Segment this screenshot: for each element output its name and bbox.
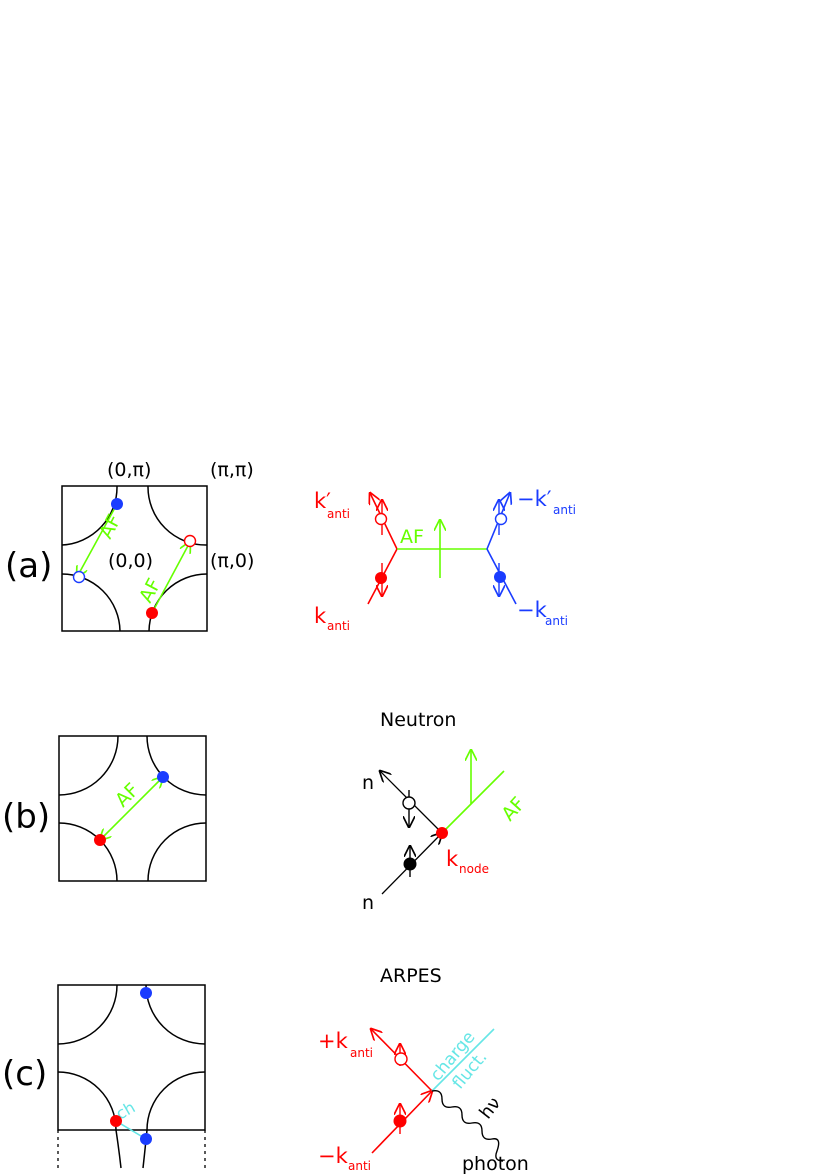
red-open-dot-diagram-a (374, 512, 388, 526)
k-anti-label: k (314, 604, 327, 628)
arpes-title: ARPES (380, 965, 442, 987)
brillouin-zone-b (58, 735, 207, 882)
panel-b: (b) AF Neutron n n k node (2, 709, 530, 914)
af-label-lower: AF (135, 575, 166, 606)
red-dot-c (110, 1115, 122, 1127)
af-label-b: AF (111, 779, 143, 811)
charge-propagator-c (431, 1028, 495, 1092)
blue-dot-b (157, 771, 169, 783)
k-anti-sub: anti (327, 619, 350, 633)
neg-k-prime-anti-sub: anti (553, 503, 576, 517)
panel-c: (c) ch ARPES +k anti (2, 965, 529, 1175)
red-filled-dot-a (146, 607, 158, 619)
photon-label: photon (462, 1153, 529, 1175)
red-filled-dot-c (393, 1114, 407, 1128)
blue-dot-top-c (140, 987, 152, 999)
neg-k-anti-label: −k (517, 598, 548, 622)
label-pi-pi: (π,π) (210, 459, 254, 481)
blue-filled-dot-a (111, 498, 123, 510)
diagram-c: +k anti −k anti charge fluct. hν photon (318, 1028, 529, 1175)
label-0-pi: (0,π) (107, 459, 151, 481)
panel-b-label: (b) (2, 797, 50, 837)
blue-filled-dot-diagram-a (494, 571, 506, 583)
hv-label: hν (475, 1093, 505, 1123)
panel-a: (a) (0,π) (π,π) (0,0) (π,0) AF AF (5, 459, 576, 633)
neutron-title: Neutron (380, 709, 456, 731)
blue-open-dot-diagram-a (494, 512, 508, 526)
neg-k-anti-sub: anti (545, 614, 568, 628)
blue-open-dot-a (72, 570, 86, 584)
filled-dot-b (403, 857, 417, 871)
neg-k-anti-sub-c: anti (348, 1159, 371, 1173)
fermi-surface-c (57, 984, 206, 1169)
k-node-sub: node (459, 862, 489, 876)
diagram-a: k′ anti k anti AF −k′ anti −k anti (314, 487, 576, 633)
pos-k-anti-label: +k (318, 1029, 349, 1053)
af-label-diagram-b: AF (497, 793, 529, 826)
diagram-b: n n k node AF (362, 750, 530, 914)
brillouin-zone-a (61, 485, 208, 632)
af-propagator-b (441, 770, 505, 834)
af-arrow-b (100, 777, 163, 840)
neg-k-anti-label-c: −k (318, 1144, 349, 1168)
af-arrow-lower (151, 542, 190, 614)
af-arrow-upper (77, 503, 118, 577)
label-pi-0: (π,0) (210, 550, 254, 572)
n-bottom-label: n (362, 892, 374, 914)
k-prime-anti-label: k′ (314, 489, 331, 513)
fermi-surface-a (61, 485, 208, 632)
panel-a-label: (a) (5, 546, 52, 586)
panel-c-label: (c) (2, 1054, 47, 1094)
k-prime-anti-sub: anti (327, 507, 350, 521)
red-filled-dot-diagram-a (375, 572, 387, 584)
label-0-0: (0,0) (108, 550, 153, 572)
red-open-dot-c (394, 1052, 408, 1066)
af-label-diagram-a: AF (400, 526, 424, 548)
blue-dot-bottom-c (140, 1133, 152, 1145)
open-dot-b (402, 796, 416, 810)
k-node-label: k (446, 847, 459, 871)
af-label-upper: AF (95, 511, 126, 542)
neg-k-prime-anti-label: −k′ (517, 487, 552, 511)
red-vertex-b (436, 827, 448, 839)
pos-k-anti-sub: anti (350, 1046, 373, 1060)
photon-wavy-line (431, 1089, 504, 1162)
red-dot-b (94, 834, 106, 846)
red-open-dot-a (183, 534, 197, 548)
n-top-label: n (362, 772, 374, 794)
